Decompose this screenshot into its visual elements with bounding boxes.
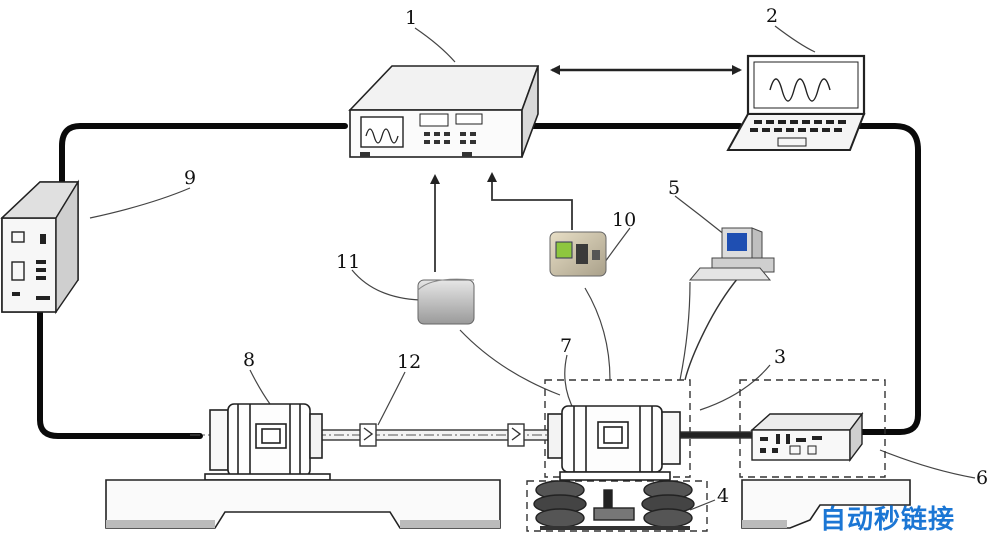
sensor-unit-6 xyxy=(750,411,864,463)
label-8: 8 xyxy=(243,349,255,371)
test-motor-7 xyxy=(547,405,681,481)
data-acquisition-10 xyxy=(549,231,607,277)
label-11: 11 xyxy=(336,251,360,273)
label-6: 6 xyxy=(976,467,988,489)
component-labels: 1 2 3 4 5 6 7 8 9 10 11 12 xyxy=(184,5,988,507)
air-spring-isolators-4 xyxy=(533,480,695,530)
cable-controller-to-motor xyxy=(37,309,203,439)
signal-cables xyxy=(37,123,921,439)
desktop-computer-5 xyxy=(688,227,775,281)
signal-analyzer xyxy=(348,65,540,158)
cable-analyzer-to-controller xyxy=(59,123,348,193)
drive-motor-8 xyxy=(204,403,331,481)
label-10: 10 xyxy=(612,209,636,231)
label-1: 1 xyxy=(405,7,417,29)
cable-laptop-to-sensor xyxy=(857,123,921,435)
label-7: 7 xyxy=(560,335,572,357)
label-3: 3 xyxy=(774,346,786,368)
label-4: 4 xyxy=(717,485,729,507)
watermark-text: 自动秒链接 xyxy=(820,504,955,535)
foundation-base xyxy=(105,479,911,529)
keyboard-cable xyxy=(684,277,739,381)
label-9: 9 xyxy=(184,167,196,189)
motor-controller xyxy=(0,179,80,315)
charge-amplifier-11 xyxy=(417,278,475,325)
label-12: 12 xyxy=(397,351,421,373)
label-2: 2 xyxy=(766,5,778,27)
label-5: 5 xyxy=(668,177,680,199)
arrow-10-to-analyzer xyxy=(487,172,573,230)
laptop xyxy=(726,54,866,151)
